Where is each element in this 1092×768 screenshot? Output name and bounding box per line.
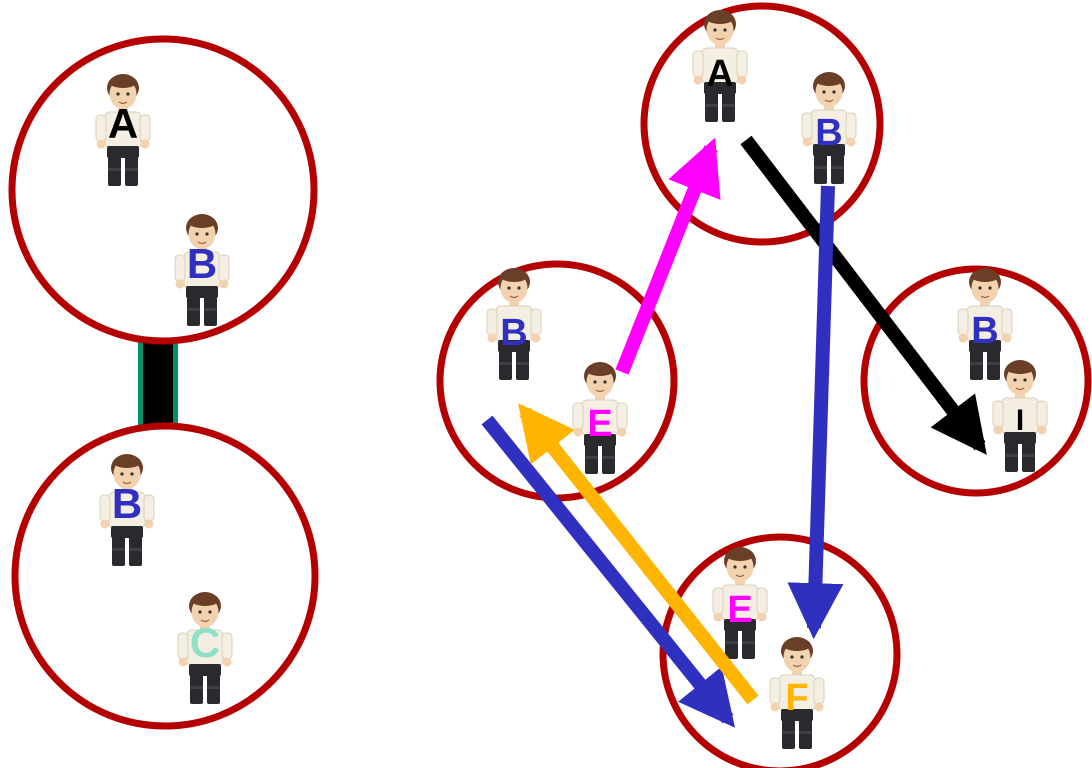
figure-label: B	[112, 480, 142, 527]
arrow-f-to-left	[518, 403, 759, 705]
left-connector	[138, 340, 178, 432]
figure-label: I	[1016, 404, 1024, 437]
figure-label: B	[187, 240, 217, 287]
right-right-circle: B I	[860, 265, 1092, 497]
figure-label: C	[190, 619, 220, 666]
figure-label: E	[587, 403, 612, 445]
figure-label: F	[785, 677, 808, 719]
figure-label: B	[500, 312, 527, 354]
figure-label: A	[108, 100, 138, 147]
figure-label: A	[706, 53, 733, 95]
arrow-b-to-f	[787, 185, 844, 640]
arrow-a-to-right	[740, 135, 987, 455]
figure-label: B	[971, 310, 998, 352]
arrow-e-to-a	[615, 137, 721, 375]
arrow-left-to-bottom	[481, 415, 736, 728]
left-bottom-circle: B C	[11, 422, 319, 730]
left-top-circle: A B	[8, 35, 318, 345]
figure-label: E	[727, 589, 752, 631]
right-bottom-circle: E F	[659, 533, 901, 768]
figure-label: B	[815, 112, 842, 154]
right-top-circle: A B	[640, 2, 884, 246]
